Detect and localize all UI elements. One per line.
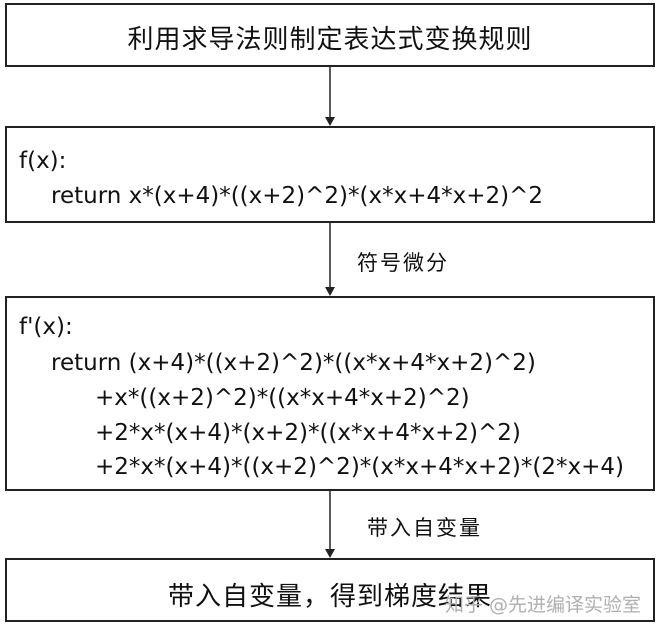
function-header: f(x): — [19, 148, 67, 174]
arrow-func-to-deriv — [325, 223, 335, 296]
result-box: 带入自变量，得到梯度结果 — [5, 558, 655, 622]
function-body: return x*(x+4)*((x+2)^2)*(x*x+4*x+2)^2 — [51, 183, 544, 209]
rules-box: 利用求导法则制定表达式变换规则 — [5, 3, 655, 67]
function-box: f(x): return x*(x+4)*((x+2)^2)*(x*x+4*x+… — [5, 126, 655, 223]
rules-text: 利用求导法则制定表达式变换规则 — [127, 25, 533, 55]
substitute-label: 带入自变量 — [367, 516, 482, 540]
watermark-text: 知乎 @先进编译实验室 — [445, 594, 642, 616]
derivative-line-4: +2*x*(x+4)*((x+2)^2)*(x*x+4*x+2)*(2*x+4) — [95, 454, 624, 480]
result-text: 带入自变量，得到梯度结果 — [167, 582, 492, 612]
derivative-line-2: +x*((x+2)^2)*((x*x+4*x+2)^2) — [95, 385, 470, 411]
derivative-line-3: +2*x*(x+4)*(x+2)*((x*x+4*x+2)^2) — [95, 420, 521, 446]
derivative-line-1: return (x+4)*((x+2)^2)*((x*x+4*x+2)^2) — [51, 350, 536, 376]
arrow-rules-to-func — [325, 67, 335, 126]
arrow-deriv-to-result — [325, 491, 335, 558]
derivative-header: f'(x): — [19, 314, 73, 340]
symbolic-diff-label: 符号微分 — [357, 251, 449, 275]
derivative-box: f'(x): return (x+4)*((x+2)^2)*((x*x+4*x+… — [5, 296, 655, 491]
